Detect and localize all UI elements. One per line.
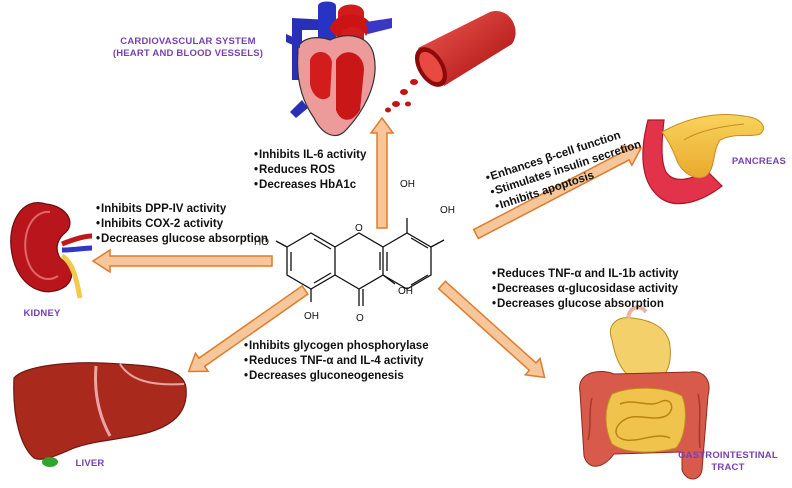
liver-effects-list: Inhibits glycogen phosphorylase Reduces … <box>244 339 429 384</box>
hydroxyl-label: OH <box>440 205 455 216</box>
pancreas-title: PANCREAS <box>731 156 787 167</box>
arrow-to-heart <box>369 116 395 229</box>
hydroxyl-label: OH <box>398 286 413 297</box>
kidney-effects-list: Inhibits DPP-IV activity Inhibits COX-2 … <box>96 202 268 247</box>
liver-effect: Decreases gluconeogenesis <box>244 369 429 384</box>
liver-effect: Reduces TNF-α and IL-4 activity <box>244 354 429 369</box>
cardio-title-line1: CARDIOVASCULAR SYSTEM <box>120 36 256 47</box>
liver-title: LIVER <box>75 458 105 469</box>
gi-effects-list: Reduces TNF-α and IL-1b activity Decreas… <box>492 267 679 312</box>
ring-oxygen-label: O <box>355 223 363 234</box>
cardio-effect: Decreases HbA1c <box>254 178 366 193</box>
liver-illustration <box>13 362 187 467</box>
gi-effect: Reduces TNF-α and IL-1b activity <box>492 267 679 282</box>
cardio-effect: Reduces ROS <box>254 163 366 178</box>
pancreas-illustration <box>642 114 764 205</box>
kidney-illustration <box>10 202 93 299</box>
arrow-to-kidney <box>91 248 273 274</box>
molecule-structure <box>275 218 445 306</box>
blood-vessel-illustration <box>385 11 516 113</box>
kidney-effect: Inhibits COX-2 activity <box>96 217 268 232</box>
gi-title-line1: GASTROINTESTINAL <box>678 450 778 461</box>
gi-tract-illustration <box>579 305 710 480</box>
cardio-title: CARDIOVASCULAR SYSTEM (HEART AND BLOOD V… <box>108 36 268 60</box>
kidney-title: KIDNEY <box>23 308 61 319</box>
hydroxyl-label: OH <box>400 179 415 190</box>
kidney-effect: Inhibits DPP-IV activity <box>96 202 268 217</box>
carbonyl-oxygen-label: O <box>356 313 364 324</box>
liver-effect: Inhibits glycogen phosphorylase <box>244 339 429 354</box>
arrow-to-liver <box>187 284 309 373</box>
cardio-effect: Inhibits IL-6 activity <box>254 148 366 163</box>
kidney-effect: Decreases glucose absorption <box>96 232 268 247</box>
gi-effect: Decreases α-glucosidase activity <box>492 282 679 297</box>
gi-effect: Decreases glucose absorption <box>492 297 679 312</box>
cardio-effects-list: Inhibits IL-6 activity Reduces ROS Decre… <box>254 148 366 193</box>
gi-title-line2: TRACT <box>711 462 745 473</box>
heart-illustration <box>286 1 392 137</box>
cardio-title-line2: (HEART AND BLOOD VESSELS) <box>112 48 264 59</box>
gi-title: GASTROINTESTINAL TRACT <box>676 450 780 474</box>
hydroxyl-label: OH <box>304 311 319 322</box>
arrow-to-gi <box>437 280 546 379</box>
